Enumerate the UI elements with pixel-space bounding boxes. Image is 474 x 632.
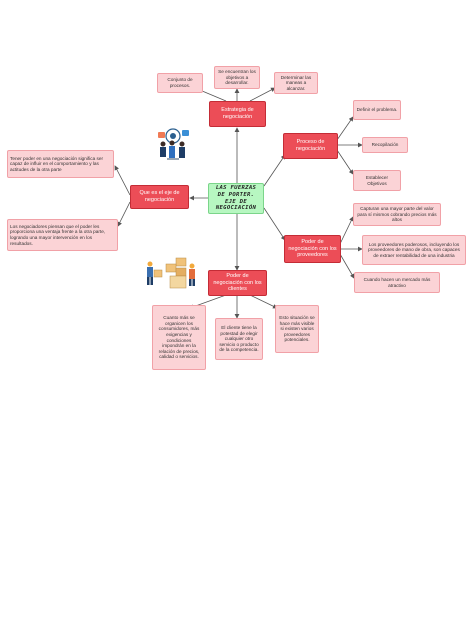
- branch-poder-clientes: Poder de negociación con los clientes: [208, 270, 267, 296]
- leaf-top-2: Se encuentran los objetivos a desarrolla…: [214, 66, 260, 89]
- branch-proceso-negociacion: Proceso de negociación: [283, 133, 338, 159]
- connector-ru-leaf-3: [336, 149, 354, 175]
- connector-center-right-lower: [263, 207, 286, 241]
- connector-ru-leaf-1: [336, 116, 354, 141]
- leaf-ru-1: Definir el problema.: [353, 100, 401, 120]
- leaf-rl-1: Capturan una mayor parte del valor para …: [353, 203, 441, 226]
- leaf-top-3: Determinar las maneas a alcanzar.: [274, 72, 318, 94]
- leaf-bottom-1: Cuanto más se organicen los consumidores…: [152, 305, 206, 370]
- connector-left-leaf-1: [114, 165, 131, 196]
- leaf-bottom-3: Esto situación se hace más visible si ex…: [275, 305, 319, 353]
- warehouse-workers-illustration: [147, 257, 195, 289]
- connector-rl-leaf-1: [339, 216, 354, 245]
- leaf-rl-2: Los proveedores poderosos, incluyendo lo…: [362, 235, 466, 265]
- connector-top-leaf-3: [249, 87, 276, 102]
- leaf-top-1: Conjunto de procesos.: [157, 73, 203, 93]
- business-team-illustration: [158, 128, 189, 160]
- connector-rl-leaf-3: [339, 253, 355, 279]
- connector-left-leaf-2: [117, 201, 131, 227]
- connector-center-right-upper: [263, 154, 286, 187]
- leaf-rl-3: Cuando hacen un mercado más atractivo: [354, 272, 440, 293]
- branch-que-es-eje: Que es el eje de negociación: [130, 185, 189, 209]
- leaf-ru-3: Establecer Objetivos: [353, 170, 401, 191]
- branch-estrategia-negociacion: Estrategia de negociación: [209, 101, 266, 127]
- leaf-ru-2: Recopilación: [362, 137, 408, 153]
- central-topic: LAS FUERZAS DE PORTER. EJE DE NEGOCIACIÓ…: [208, 183, 264, 214]
- leaf-left-2: Los negociadores piensan que el poder le…: [7, 219, 118, 251]
- leaf-left-1: Tener poder en una negociación significa…: [7, 150, 114, 178]
- connector-bottom-leaf-3: [249, 294, 278, 309]
- branch-poder-proveedores: Poder de negociación con los proveedores: [284, 235, 341, 263]
- leaf-bottom-2: El cliente tiene la potestad de elegir c…: [215, 318, 263, 360]
